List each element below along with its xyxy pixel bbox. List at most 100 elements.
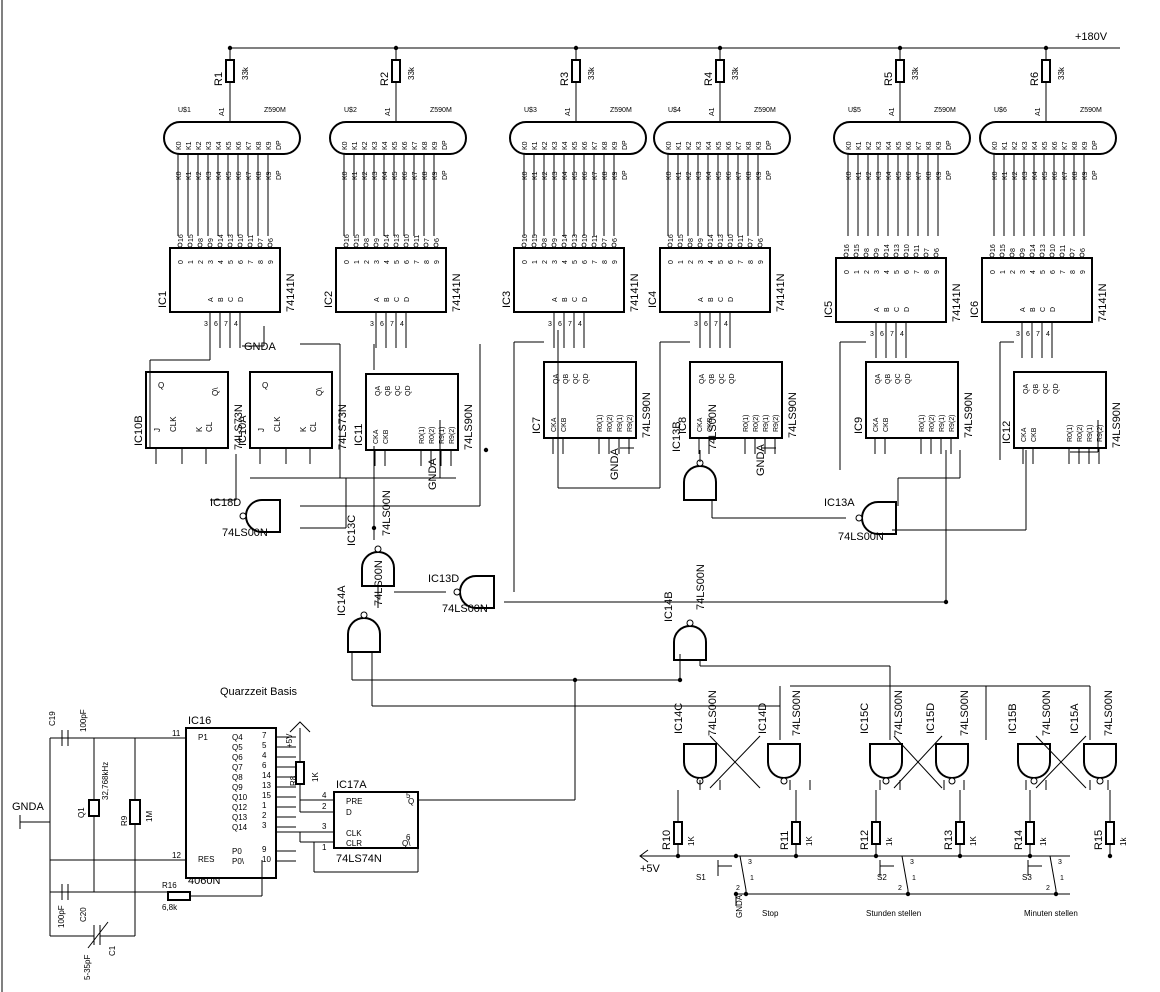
gate-type: 74LS00N	[1103, 690, 1115, 736]
osc-pin-label: Q8	[232, 773, 243, 782]
ff-pin: K	[195, 426, 204, 432]
tube-pin: K7	[1062, 141, 1069, 150]
decoder-in-pin: 6	[880, 331, 884, 338]
tube-pin-bottom: K4	[216, 171, 223, 180]
tube-pin: K0	[846, 141, 853, 150]
decoder-in: D	[728, 297, 735, 302]
osc-pin-label: Q5	[232, 743, 243, 752]
resistor-label: R3	[559, 72, 571, 86]
counter-in-pin: CKA	[873, 417, 880, 432]
decoder-in: C	[1040, 307, 1047, 312]
pin-stub	[551, 242, 557, 248]
osc-pin-label: Q14	[232, 823, 248, 832]
osc-pin-p1: P1	[198, 733, 208, 742]
decoder-pin-num: 8	[198, 238, 205, 242]
gate-name: IC13A	[824, 497, 855, 509]
resistor-value: 33k	[911, 66, 920, 80]
ff-pin: J	[153, 428, 162, 432]
nand-gate-shape	[869, 743, 903, 785]
nixie-tube-body	[509, 121, 647, 155]
counter-q-pin: QB	[1033, 384, 1040, 394]
decoder-pin-num: 15	[188, 234, 195, 242]
tube-pin-bottom: K3	[876, 171, 883, 180]
nand-bubble	[882, 777, 890, 785]
decoder-out: 7	[248, 260, 255, 264]
switch-section: +5V GNDA Stop Stunden stellen Minuten st…	[639, 849, 1078, 918]
osc-title: Quarzzeit Basis	[220, 686, 298, 698]
tube-pin-bottom: DP	[622, 170, 629, 180]
tube-pin: K6	[726, 141, 733, 150]
c20-label: C20	[79, 907, 88, 922]
junction	[677, 677, 683, 683]
tube-anode-pin: A1	[385, 107, 392, 116]
decoder-out: 8	[602, 260, 609, 264]
counter-in-pin: R0(2)	[429, 426, 436, 444]
tube-pin: K4	[216, 141, 223, 150]
pin-stub	[433, 242, 439, 248]
pin-stub	[531, 242, 537, 248]
junction	[943, 599, 949, 605]
decoder-pin-num: 11	[592, 235, 599, 242]
gate-name: IC15B	[1007, 703, 1019, 734]
resistor-r5	[895, 59, 905, 83]
counter-name: IC12	[1001, 421, 1013, 444]
tube-pin-bottom: K5	[896, 171, 903, 180]
counter-q-pin: QA	[1023, 384, 1030, 394]
gate-name: IC14A	[336, 585, 348, 616]
tube-pin: K0	[176, 141, 183, 150]
r8-label: R8	[289, 775, 298, 786]
decoder-type: 74141N	[1097, 283, 1109, 322]
osc-pin-num: 1	[262, 801, 267, 810]
counter-body	[543, 361, 637, 439]
decoder-in: B	[1030, 307, 1037, 312]
decoder-pin-num: 14	[218, 234, 225, 242]
tube-type: Z590M	[1080, 107, 1102, 114]
decoder-in: D	[238, 297, 245, 302]
decoder-pin-num: 13	[894, 244, 901, 252]
decoder-in-pin: 6	[704, 321, 708, 328]
decoder-in-pin: 7	[568, 321, 572, 328]
decoder-pin-num: 15	[532, 234, 539, 242]
tube-pin: K8	[746, 141, 753, 150]
decoder-out: 7	[414, 260, 421, 264]
nand-gate-shape	[935, 743, 969, 785]
nand-gate-shape	[683, 743, 717, 785]
decoder-out: 0	[522, 260, 529, 264]
tube-pin: K3	[1022, 141, 1029, 150]
counter-q-pin: QD	[405, 386, 412, 397]
pin-stub	[1039, 252, 1045, 258]
tube-pin: K1	[676, 141, 683, 150]
tube-pin-bottom: K7	[592, 171, 599, 180]
decoder-pin-num: 9	[374, 238, 381, 242]
resistor-r2	[391, 59, 401, 83]
pullup-name: R14	[1013, 830, 1025, 850]
tube-pin: K7	[592, 141, 599, 150]
osc-pin-num: 14	[262, 771, 271, 780]
decoder-pin-num: 11	[414, 235, 421, 242]
switch-pin: 3	[748, 859, 752, 866]
s2-caption: Stunden stellen	[866, 909, 921, 918]
svg-text:4: 4	[322, 791, 327, 800]
decoder-pin-num: 15	[854, 244, 861, 252]
counter-in-pin: CKA	[697, 417, 704, 432]
decoder-pin-num: 8	[364, 238, 371, 242]
decoder-pin-num: 13	[394, 234, 401, 242]
counter-type: 74LS90N	[641, 392, 653, 438]
decoder-out: 5	[894, 270, 901, 274]
decoder-in: D	[1050, 307, 1057, 312]
svg-text:Q\: Q\	[402, 839, 411, 848]
pullup-value: 1K	[805, 836, 814, 846]
pin-stub	[687, 242, 693, 248]
decoder-out: 8	[748, 260, 755, 264]
tube-pin: K9	[1082, 141, 1089, 150]
ff-pin: Q\	[211, 387, 220, 396]
decoder-out: 9	[1080, 270, 1087, 274]
tube-type: Z590M	[430, 107, 452, 114]
decoder-in-pin: 7	[390, 321, 394, 328]
decoder-out: 4	[708, 260, 715, 264]
pin-stub	[363, 242, 369, 248]
